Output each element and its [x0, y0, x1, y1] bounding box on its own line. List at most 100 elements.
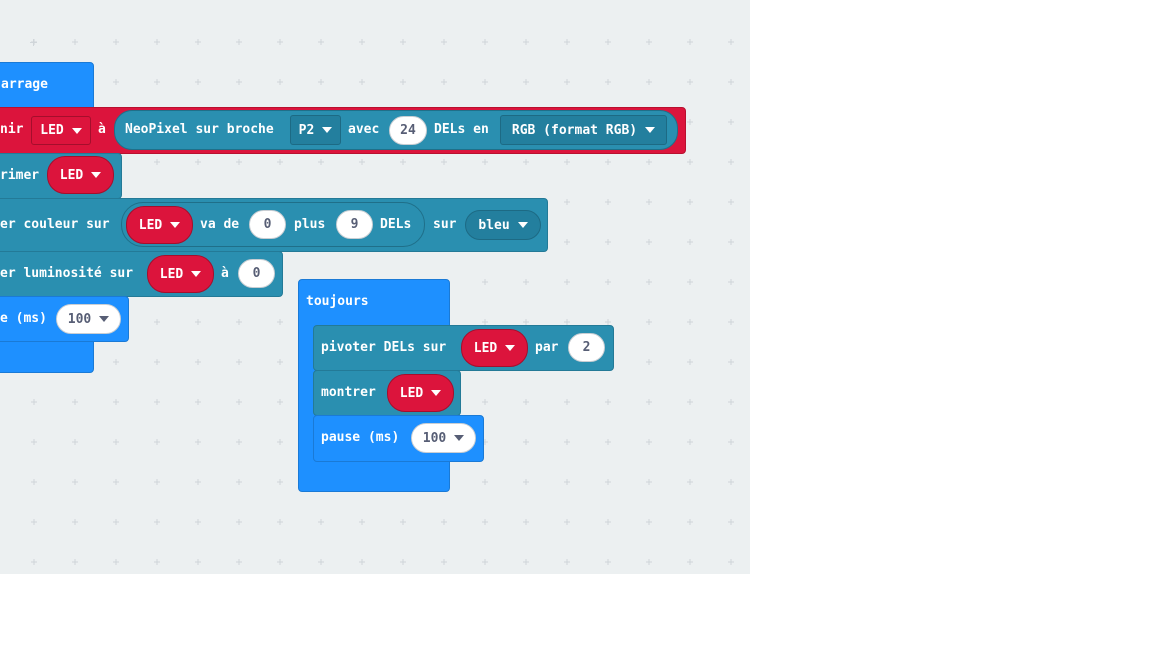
grid-cross: [564, 519, 570, 525]
pause-value: 100: [422, 430, 447, 446]
start-pause-label: e (ms): [0, 311, 47, 326]
rotate-variable-dropdown[interactable]: LED: [461, 329, 528, 367]
grid-cross: [523, 39, 529, 45]
grid-cross: [277, 39, 283, 45]
grid-cross: [482, 159, 488, 165]
chevron-down-icon: [517, 222, 528, 228]
grid-cross: [236, 519, 242, 525]
grid-cross: [400, 559, 406, 565]
grid-cross: [277, 439, 283, 445]
range-length-input[interactable]: 9: [336, 210, 373, 239]
rotate-amount-input[interactable]: 2: [568, 333, 605, 362]
grid-cross: [236, 479, 242, 485]
grid-cross: [687, 159, 693, 165]
grid-cross: [605, 439, 611, 445]
grid-cross: [277, 359, 283, 365]
show-variable-dropdown[interactable]: LED: [387, 374, 454, 412]
color-mode-dropdown[interactable]: RGB (format RGB): [500, 115, 667, 145]
forever-pause-dropdown[interactable]: 100: [411, 423, 476, 453]
grid-cross: [605, 239, 611, 245]
brightness-variable-dropdown[interactable]: LED: [147, 255, 214, 293]
brightness-input[interactable]: 0: [238, 259, 275, 288]
brightness-label: er luminosité sur: [0, 266, 134, 281]
grid-cross: [687, 119, 693, 125]
grid-cross: [728, 519, 734, 525]
grid-cross: [400, 39, 406, 45]
grid-cross: [72, 399, 78, 405]
chevron-down-icon: [191, 271, 202, 277]
range-start-value: 0: [263, 217, 272, 232]
grid-cross: [72, 479, 78, 485]
grid-cross: [646, 319, 652, 325]
grid-cross: [154, 39, 160, 45]
on-start-block[interactable]: arrage: [0, 62, 94, 108]
brightness-value: 0: [252, 266, 261, 281]
grid-cross: [728, 479, 734, 485]
grid-cross: [113, 399, 119, 405]
to-label: à: [98, 122, 106, 137]
blocks-workspace[interactable]: arrage nir LED à NeoPixel sur broche P2 …: [0, 0, 750, 574]
chevron-down-icon: [71, 127, 82, 134]
grid-cross: [359, 159, 365, 165]
grid-cross: [236, 319, 242, 325]
grid-cross: [154, 399, 160, 405]
led-count-input[interactable]: 24: [389, 116, 427, 145]
on-start-footer: [0, 341, 94, 373]
grid-cross: [523, 399, 529, 405]
grid-cross: [646, 479, 652, 485]
grid-cross: [318, 559, 324, 565]
grid-cross: [564, 159, 570, 165]
grid-cross: [564, 479, 570, 485]
pin-dropdown[interactable]: P2: [290, 115, 341, 145]
grid-cross: [318, 159, 324, 165]
grid-cross: [523, 519, 529, 525]
grid-cross: [646, 239, 652, 245]
grid-cross: [113, 359, 119, 365]
grid-cross: [277, 559, 283, 565]
grid-cross: [564, 319, 570, 325]
forever-label: toujours: [306, 294, 369, 309]
range-start-input[interactable]: 0: [249, 210, 286, 239]
grid-cross: [728, 39, 734, 45]
grid-cross: [687, 519, 693, 525]
color-dropdown[interactable]: bleu: [465, 210, 541, 240]
chevron-down-icon: [99, 316, 110, 322]
grid-cross: [728, 279, 734, 285]
range-length-value: 9: [350, 217, 359, 232]
start-pause-dropdown[interactable]: 100: [56, 304, 121, 334]
grid-cross: [441, 559, 447, 565]
grid-cross: [277, 399, 283, 405]
grid-cross: [646, 399, 652, 405]
variable-name: LED: [40, 123, 64, 138]
grid-cross: [605, 559, 611, 565]
grid-cross: [523, 439, 529, 445]
leds-label: DELs: [380, 217, 412, 232]
variable-name: LED: [159, 266, 184, 282]
grid-cross: [523, 479, 529, 485]
variable-name: LED: [473, 340, 498, 356]
grid-cross: [277, 79, 283, 85]
grid-cross: [72, 559, 78, 565]
grid-cross: [482, 279, 488, 285]
grid-cross: [687, 279, 693, 285]
grid-cross: [236, 439, 242, 445]
grid-cross: [277, 519, 283, 525]
grid-cross: [687, 39, 693, 45]
set-strip-variable-dropdown[interactable]: LED: [31, 116, 91, 145]
grid-cross: [359, 519, 365, 525]
grid-cross: [605, 519, 611, 525]
grid-cross: [605, 39, 611, 45]
grid-cross: [728, 159, 734, 165]
grid-cross: [564, 39, 570, 45]
grid-cross: [605, 399, 611, 405]
grid-cross: [195, 479, 201, 485]
grid-cross: [318, 519, 324, 525]
grid-cross: [195, 319, 201, 325]
show-label: montrer: [321, 385, 376, 400]
grid-cross: [236, 39, 242, 45]
clear-variable-dropdown[interactable]: LED: [47, 156, 114, 194]
from-label: va de: [200, 217, 240, 232]
range-variable-dropdown[interactable]: LED: [126, 206, 193, 244]
grid-cross: [564, 279, 570, 285]
set-brightness-block[interactable]: [0, 251, 283, 297]
